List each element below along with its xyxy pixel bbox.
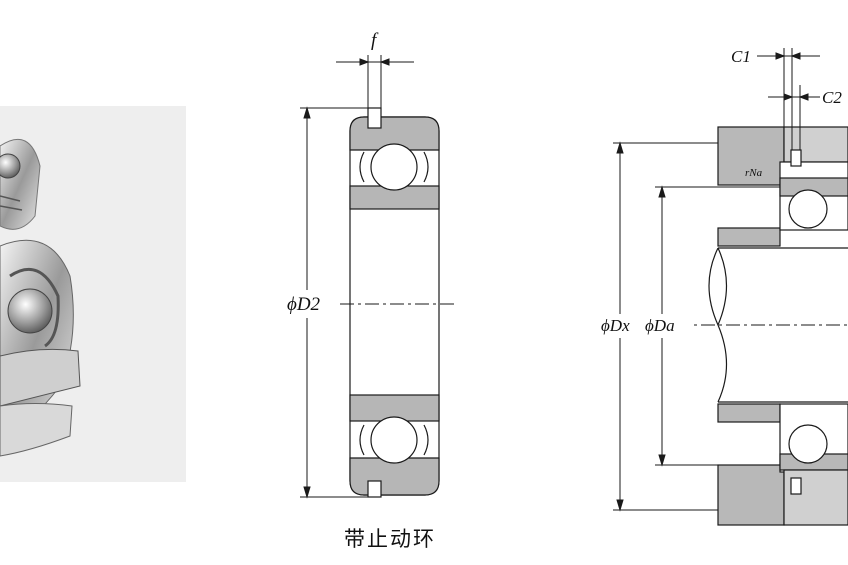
- dimension-c1-c2: [757, 48, 820, 150]
- dimension-d2: [300, 106, 368, 499]
- label-f: f: [371, 30, 379, 51]
- label-c2: C2: [822, 88, 842, 107]
- label-da: ϕDa: [645, 316, 675, 335]
- dimension-dx-da: [613, 141, 780, 512]
- label-dx: ϕDx: [601, 316, 630, 335]
- figure-caption: 带止动环: [344, 527, 436, 551]
- snap-ring-bearing-section: [340, 107, 455, 498]
- label-rna: rNa: [745, 167, 763, 179]
- dimension-f: [336, 55, 414, 108]
- label-c1: C1: [731, 47, 751, 66]
- bearing-photo: [0, 106, 186, 482]
- label-d2: ϕD2: [287, 294, 321, 315]
- mounting-section: [676, 126, 848, 526]
